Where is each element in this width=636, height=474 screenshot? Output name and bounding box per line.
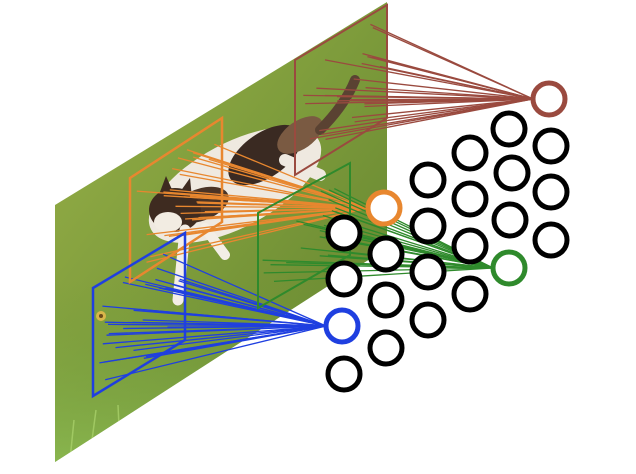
- neuron: [451, 134, 489, 172]
- neuron: [532, 221, 570, 259]
- connection-line: [102, 325, 327, 345]
- connection-line: [177, 157, 369, 209]
- neuron: [367, 329, 405, 367]
- neuron: [493, 154, 531, 192]
- neuron: [490, 110, 528, 148]
- connection-line: [165, 287, 327, 327]
- neuron-grid: [325, 110, 570, 393]
- connection-line: [365, 87, 534, 100]
- neuron: [491, 201, 529, 239]
- blue-field-connections: [99, 253, 327, 381]
- connection-line: [327, 254, 494, 269]
- neuron: [451, 227, 489, 265]
- connection-line: [197, 202, 369, 209]
- connection-line: [133, 309, 327, 327]
- neuron: [409, 253, 447, 291]
- neuron: [451, 180, 489, 218]
- connection-line: [351, 98, 534, 119]
- connection-line: [204, 207, 369, 213]
- connection-line: [169, 189, 369, 209]
- connection-line: [324, 59, 534, 100]
- connection-line: [115, 325, 327, 349]
- neuron: [325, 260, 363, 298]
- connection-line: [167, 325, 327, 328]
- neuron: [409, 207, 447, 245]
- connection-line: [105, 325, 327, 381]
- green-neuron: [490, 249, 528, 287]
- connection-line: [104, 321, 327, 327]
- orange-neuron: [365, 189, 403, 227]
- neuron: [367, 281, 405, 319]
- connection-line: [133, 325, 327, 352]
- kitten: [96, 75, 360, 321]
- connection-line: [185, 207, 369, 220]
- green-receptive-field: [257, 161, 351, 310]
- brown-field-connections: [303, 23, 534, 141]
- connection-line: [162, 253, 327, 327]
- connection-line: [319, 98, 534, 132]
- neuron: [532, 127, 570, 165]
- connection-line: [150, 207, 369, 258]
- connection-line: [179, 278, 327, 327]
- neuron: [367, 235, 405, 273]
- connection-line: [362, 52, 534, 100]
- neuron: [451, 275, 489, 313]
- orange-receptive-field: [128, 115, 224, 285]
- connection-line: [103, 325, 327, 363]
- connection-line: [214, 143, 369, 209]
- blue-receptive-field: [91, 230, 187, 399]
- connection-line: [106, 325, 327, 336]
- connection-line: [361, 62, 534, 100]
- connection-line: [350, 98, 534, 102]
- connection-line: [171, 283, 327, 327]
- connection-line: [364, 98, 534, 108]
- connection-line: [353, 78, 534, 100]
- neuron: [409, 301, 447, 339]
- neuron: [325, 214, 363, 252]
- connection-line: [172, 167, 369, 209]
- neuron: [532, 173, 570, 211]
- brown-receptive-field: [294, 3, 388, 177]
- neuron: [325, 355, 363, 393]
- neuron: [409, 161, 447, 199]
- blue-neuron: [323, 307, 361, 345]
- connection-line: [325, 98, 534, 141]
- brown-neuron: [530, 80, 568, 118]
- connection-line: [273, 267, 494, 283]
- connection-line: [372, 27, 534, 100]
